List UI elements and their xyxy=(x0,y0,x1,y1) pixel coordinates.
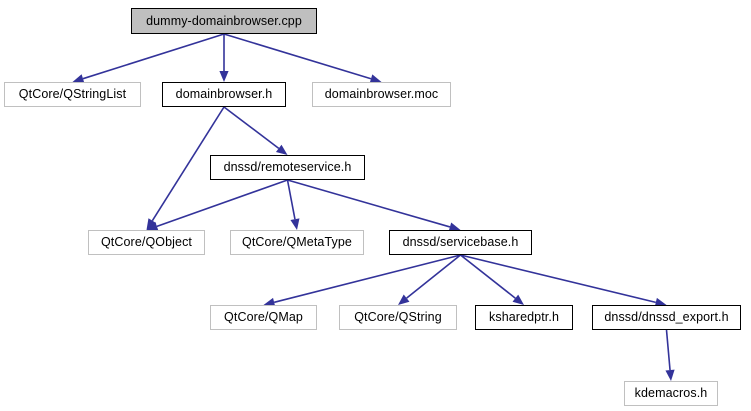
graph-node-label: dnssd/remoteservice.h xyxy=(223,160,352,175)
graph-node-ksharedptr[interactable]: ksharedptr.h xyxy=(475,305,573,330)
graph-node-label: QtCore/QObject xyxy=(100,235,192,250)
graph-node-qstring[interactable]: QtCore/QString xyxy=(339,305,457,330)
graph-node-dnssdexport[interactable]: dnssd/dnssd_export.h xyxy=(592,305,741,330)
graph-arrowhead-remoteservice-to-qmetatype xyxy=(290,218,300,230)
graph-arrowhead-servicebase-to-ksharedptr xyxy=(512,294,524,305)
graph-node-remoteservice[interactable]: dnssd/remoteservice.h xyxy=(210,155,365,180)
graph-node-qstringlist[interactable]: QtCore/QStringList xyxy=(4,82,141,107)
graph-node-label: dnssd/servicebase.h xyxy=(402,235,519,250)
graph-edge-servicebase-to-ksharedptr xyxy=(460,254,516,299)
graph-node-label: QtCore/QMetaType xyxy=(242,235,352,250)
graph-edge-domainbrowser-to-remoteservice xyxy=(223,106,280,150)
graph-node-domainbrowser[interactable]: domainbrowser.h xyxy=(162,82,286,107)
graph-edge-servicebase-to-dnssdexport xyxy=(460,254,656,304)
graph-edge-dummy-to-qstringlist xyxy=(82,33,225,80)
graph-arrowhead-dnssdexport-to-kdemacros xyxy=(665,369,675,381)
graph-node-label: ksharedptr.h xyxy=(489,310,559,325)
graph-edge-servicebase-to-qstring xyxy=(406,254,461,299)
graph-node-qobject[interactable]: QtCore/QObject xyxy=(88,230,205,255)
graph-node-qmetatype[interactable]: QtCore/QMetaType xyxy=(230,230,364,255)
graph-node-qmap[interactable]: QtCore/QMap xyxy=(210,305,317,330)
graph-node-label: QtCore/QStringList xyxy=(18,87,127,102)
graph-node-kdemacros[interactable]: kdemacros.h xyxy=(624,381,718,406)
graph-node-label: dummy-domainbrowser.cpp xyxy=(146,13,302,28)
graph-node-label: QtCore/QString xyxy=(354,310,442,325)
graph-arrowhead-servicebase-to-qstring xyxy=(398,294,410,305)
graph-node-label: QtCore/QMap xyxy=(224,310,303,325)
graph-edge-dummy-to-moc xyxy=(223,33,372,80)
graph-node-label: domainbrowser.moc xyxy=(324,87,439,102)
graph-edge-servicebase-to-qmap xyxy=(273,254,461,304)
graph-node-moc[interactable]: domainbrowser.moc xyxy=(312,82,451,107)
graph-arrowhead-dummy-to-domainbrowser xyxy=(219,71,229,82)
graph-arrowhead-domainbrowser-to-qobject xyxy=(146,218,157,230)
graph-node-label: dnssd/dnssd_export.h xyxy=(604,310,729,325)
graph-edge-remoteservice-to-qobject xyxy=(156,179,288,228)
graph-edge-remoteservice-to-qmetatype xyxy=(286,179,296,220)
graph-node-label: domainbrowser.h xyxy=(175,87,273,102)
graph-node-label: kdemacros.h xyxy=(634,386,708,401)
graph-node-servicebase[interactable]: dnssd/servicebase.h xyxy=(389,230,532,255)
graph-arrowhead-domainbrowser-to-remoteservice xyxy=(275,144,288,155)
graph-edge-dnssdexport-to-kdemacros xyxy=(665,329,671,371)
graph-node-dummy[interactable]: dummy-domainbrowser.cpp xyxy=(131,8,317,34)
graph-edge-remoteservice-to-servicebase xyxy=(287,179,451,228)
